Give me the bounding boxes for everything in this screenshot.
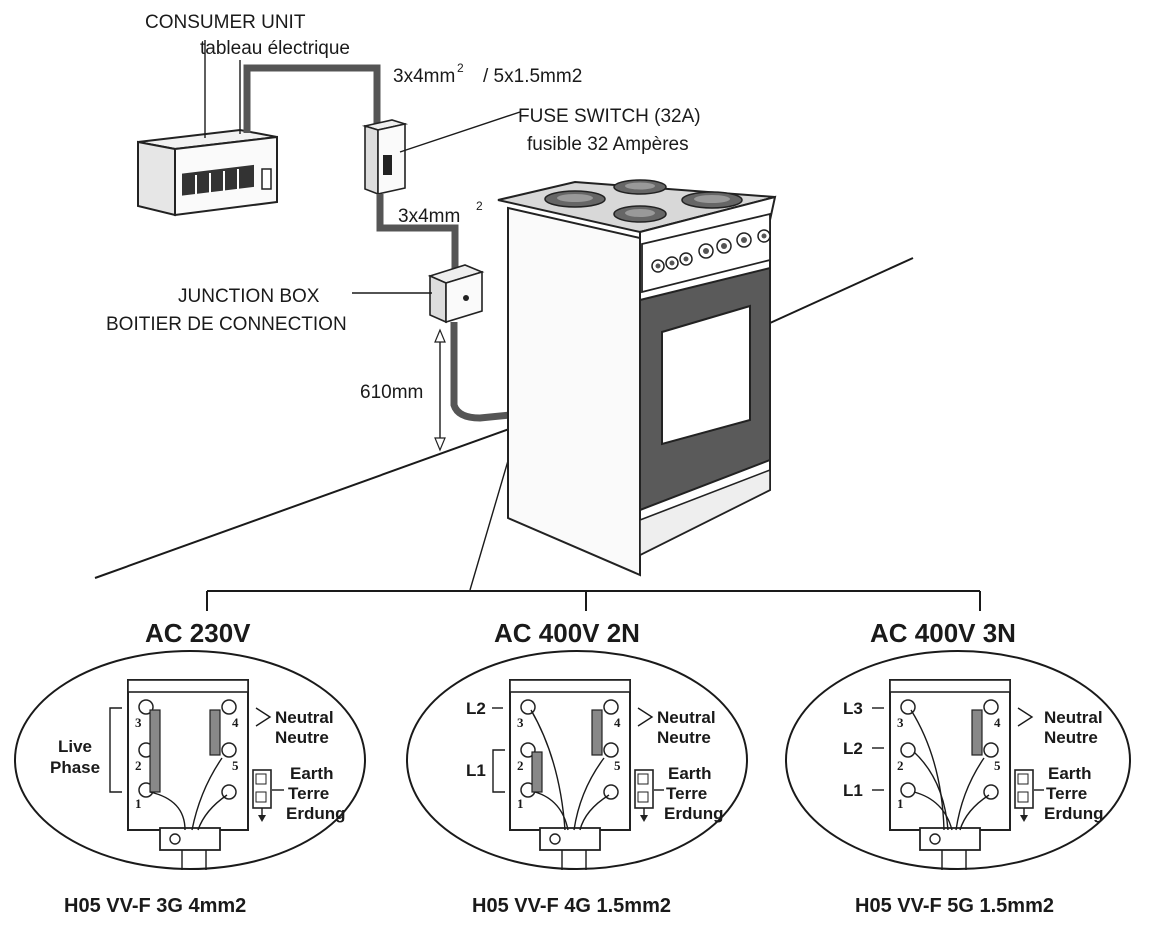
cable-mid-label: 3x4mm xyxy=(398,206,460,227)
cable-fuse-to-junction xyxy=(376,194,459,272)
live-label: Live xyxy=(58,737,92,756)
cable-spec-label: H05 VV-F 3G 4mm2 xyxy=(64,895,246,917)
cable-top-label: 3x4mm xyxy=(393,66,455,87)
earth-label: Earth xyxy=(1048,764,1091,783)
junction-box-label: JUNCTION BOX xyxy=(178,286,320,307)
cable-consumer-to-fuse xyxy=(243,64,381,133)
junction-box-label-fr: BOITIER DE CONNECTION xyxy=(106,314,347,335)
erdung-label: Erdung xyxy=(1044,804,1104,823)
height-dimension-arrow xyxy=(434,328,446,452)
neutre-label: Neutre xyxy=(1044,728,1098,747)
cable-spec-label: H05 VV-F 4G 1.5mm2 xyxy=(472,895,671,917)
junction-box-illustration xyxy=(427,264,485,324)
cooker-illustration xyxy=(497,179,777,577)
consumer-unit-label: CONSUMER UNIT xyxy=(145,12,306,33)
erdung-label: Erdung xyxy=(664,804,724,823)
phase-label: Phase xyxy=(50,758,100,777)
l2-label: L2 xyxy=(466,699,486,718)
panel-ac-230v: AC 230V 3 2 1 4 5 Live Phase xyxy=(14,618,366,917)
terre-label: Terre xyxy=(666,784,707,803)
neutral-label: Neutral xyxy=(1044,708,1103,727)
cable-top-sup: 2 xyxy=(457,61,464,75)
cable-top-alt-label: / 5x1.5mm2 xyxy=(483,66,582,87)
terminal-number: 5 xyxy=(232,758,239,773)
cable-junction-to-outlet xyxy=(450,322,521,422)
cable-spec-label: H05 VV-F 5G 1.5mm2 xyxy=(855,895,1054,917)
neutre-label: Neutre xyxy=(657,728,711,747)
terminal-number: 2 xyxy=(517,758,524,773)
fuse-switch-label-fr: fusible 32 Ampères xyxy=(527,134,689,155)
fuse-switch-label: FUSE SWITCH (32A) xyxy=(518,106,701,127)
height-label: 610mm xyxy=(360,382,423,403)
earth-label: Earth xyxy=(290,764,333,783)
l1-label: L1 xyxy=(466,761,486,780)
terminal-number: 4 xyxy=(614,715,621,730)
panel-ellipse xyxy=(14,650,366,870)
fuse-switch-leader xyxy=(399,111,521,153)
terminal-number: 1 xyxy=(135,796,142,811)
cable-mid-sup: 2 xyxy=(476,199,483,213)
floor-line-right xyxy=(769,257,914,324)
neutre-label: Neutre xyxy=(275,728,329,747)
cable-clamp xyxy=(159,827,221,851)
panel-bracket xyxy=(206,590,981,611)
l1-label: L1 xyxy=(843,781,863,800)
cable-clamp xyxy=(539,827,601,851)
cable-clamp xyxy=(919,827,981,851)
l2-label: L2 xyxy=(843,739,863,758)
floor-line-left xyxy=(94,427,513,579)
fuse-switch-illustration xyxy=(361,119,409,196)
panel-title: AC 400V 3N xyxy=(870,618,1016,648)
terminal-number: 4 xyxy=(232,715,239,730)
terminal-number: 5 xyxy=(994,758,1001,773)
earth-label: Earth xyxy=(668,764,711,783)
terminal-number: 4 xyxy=(994,715,1001,730)
terminal-number: 2 xyxy=(897,758,904,773)
terminal-number: 3 xyxy=(517,715,524,730)
terminal-number: 2 xyxy=(135,758,142,773)
terminal-number: 3 xyxy=(135,715,142,730)
consumer-unit-illustration xyxy=(137,128,278,217)
terre-label: Terre xyxy=(1046,784,1087,803)
panel-title: AC 230V xyxy=(145,618,251,648)
neutral-label: Neutral xyxy=(657,708,716,727)
terminal-number: 1 xyxy=(517,796,524,811)
consumer-unit-label-fr: tableau électrique xyxy=(200,38,350,59)
terminal-number: 5 xyxy=(614,758,621,773)
terminal-number: 3 xyxy=(897,715,904,730)
panel-ac-400v-3n: AC 400V 3N 3 2 1 4 5 L3 L2 L1 Neutr xyxy=(785,618,1131,917)
erdung-label: Erdung xyxy=(286,804,346,823)
neutral-label: Neutral xyxy=(275,708,334,727)
panel-ellipse xyxy=(785,650,1131,870)
l3-label: L3 xyxy=(843,699,863,718)
panel-ellipse xyxy=(406,650,748,870)
panel-title: AC 400V 2N xyxy=(494,618,640,648)
terminal-number: 1 xyxy=(897,796,904,811)
terre-label: Terre xyxy=(288,784,329,803)
panel-ac-400v-2n: AC 400V 2N 3 2 1 4 5 L2 L1 Neutral Neutr xyxy=(406,618,748,917)
